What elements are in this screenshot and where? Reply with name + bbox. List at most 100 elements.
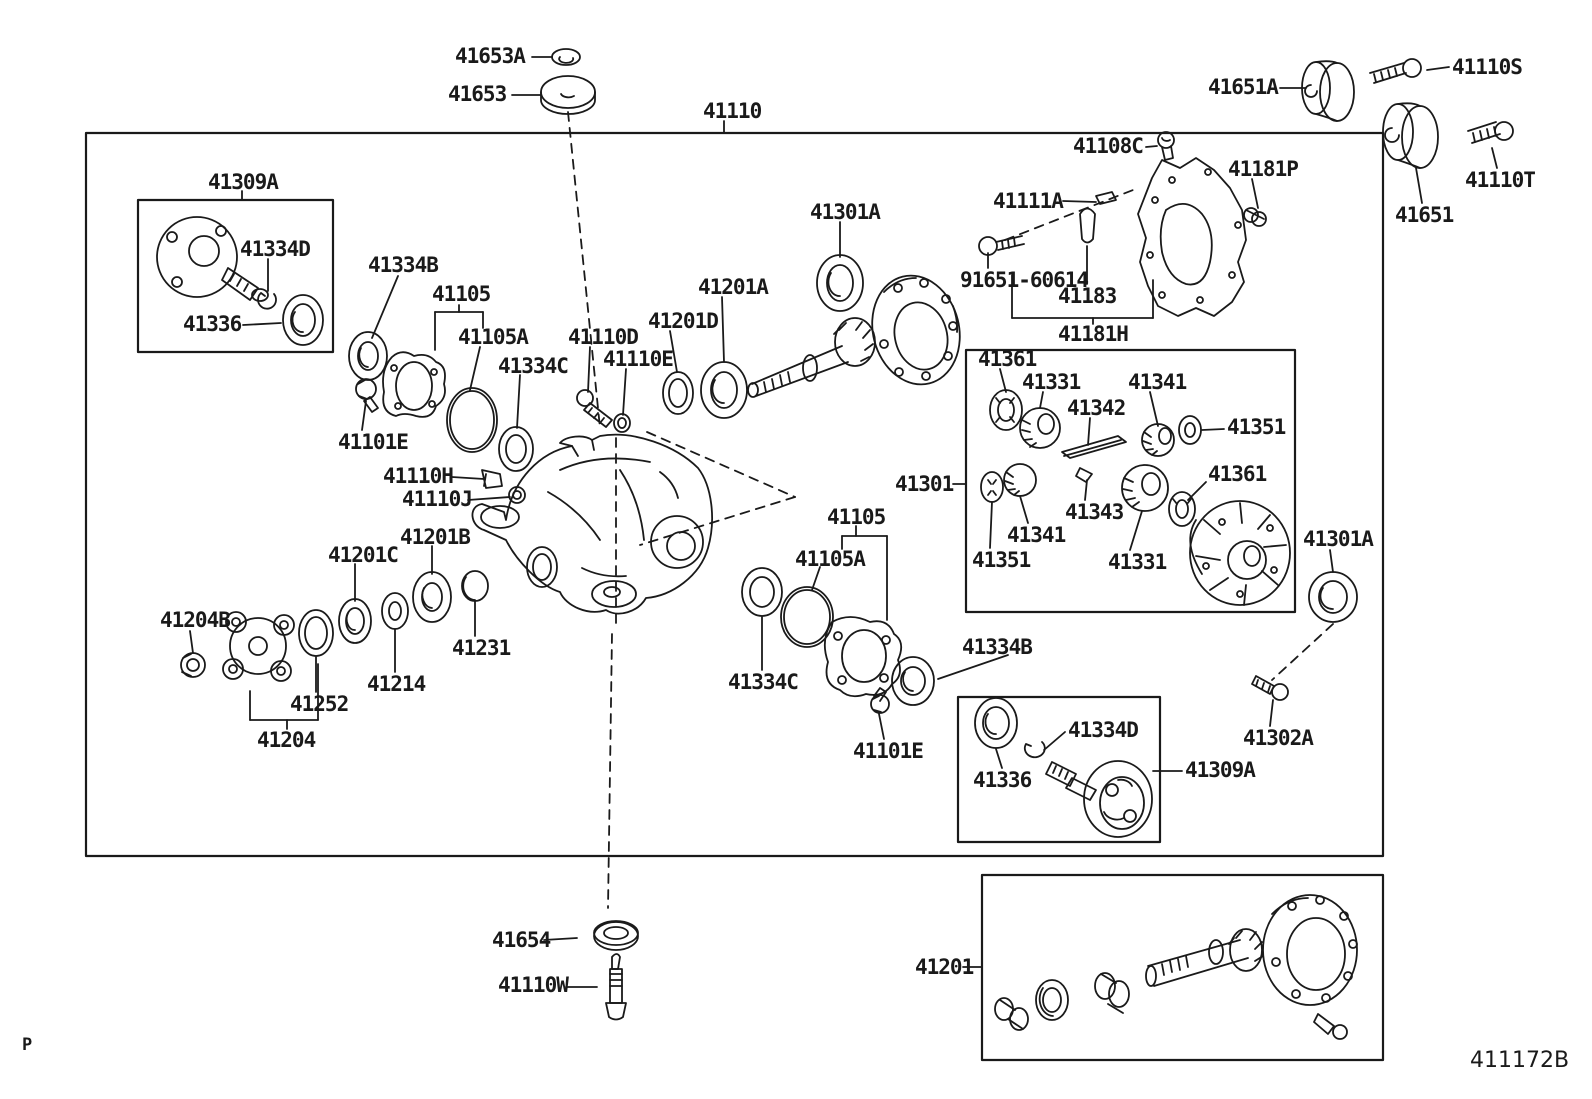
drawing-bolt-41110T [1468,122,1513,143]
part-label-41302A: 41302A [1243,726,1314,750]
drawing-pin-41111A [1096,192,1116,204]
drawing-bolt-41302A [1252,676,1288,700]
part-label-41101E: 41101E [338,430,409,454]
drawing-plug-41183 [1080,209,1095,243]
part-label-41342: 41342 [1067,396,1126,420]
page-corner-letter: P [22,1035,33,1055]
figure-code: 411172B [1470,1048,1570,1073]
part-label-41301A: 41301A [810,200,881,224]
drawing-thrust-washer-41361-bottomright [1169,492,1195,526]
part-label-41201A: 41201A [698,275,769,299]
drawing-nut-41204B [181,653,205,677]
drawing-cover-41181H [1138,158,1246,316]
differential-case-box [966,350,1295,612]
part-label-41334B: 41334B [962,635,1033,659]
part-label-41653: 41653 [448,82,507,106]
part-label-41105A: 41105A [458,325,529,349]
drawing-pinion-shaft-41342 [1062,436,1126,458]
axle-shaft-box-top [138,200,333,352]
drawing-diff-case [1190,501,1290,605]
drawing-pinion-gear-41341-top [1142,424,1174,456]
part-label-41653A: 41653A [455,44,526,68]
drawing-snap-ring-41334D-top [258,293,276,309]
drawing-deflector-41252 [299,610,333,656]
drawing-oring-41105A-top [447,388,497,452]
drawing-bearing-41201B [413,572,451,622]
part-label-41343: 41343 [1065,500,1124,524]
part-label-41204B: 41204B [160,608,231,632]
part-label-41341: 41341 [1128,370,1187,394]
part-label-41111A: 41111A [993,189,1064,213]
part-label-41252: 41252 [290,692,349,716]
part-label-41341: 41341 [1007,523,1066,547]
part-label-41351: 41351 [972,548,1031,572]
drawing-thrust-washer-41351-bottomleft [981,472,1003,502]
drawing-oring-41105A-low [781,587,833,647]
drawing-washer-41110E [614,414,630,432]
part-label-41110D: 41110D [568,325,639,349]
part-label-41231: 41231 [452,636,511,660]
drawing-thrust-washer-41351-right [1179,416,1201,444]
drawing-kit-bolt [1314,1014,1347,1039]
drawing-ring-gear-main [861,266,971,394]
drawing-lock-pin-41343 [1076,468,1092,482]
drawing-kit-ring-gear [1263,895,1357,1005]
drawing-retainer-41105-top [383,352,445,417]
drawing-bolt-41110W [606,954,626,1020]
main-assembly-box [86,133,1383,856]
part-label-41336: 41336 [183,312,242,336]
drawing-breather-plug-41653 [541,76,595,114]
part-label-41336: 41336 [973,768,1032,792]
drawing-side-bearing-41301A-right [1309,572,1357,622]
part-label-41201: 41201 [915,955,974,979]
part-label-41183: 41183 [1058,284,1117,308]
drawing-oil-seal-41336-low [975,698,1017,748]
drawing-nut-41101E-top [356,379,378,412]
drawing-bearing-41301A-top [817,255,863,311]
drawing-flange-41204 [223,612,294,681]
drawing-side-gear-41331-bottom [1122,465,1168,511]
part-label-41101E: 41101E [853,739,924,763]
drawing-pinion-gear-41341-bottomleft [1004,464,1036,496]
drawing-kit-spacer [1095,973,1129,1013]
part-label-41334D: 41334D [1068,718,1139,742]
axle-shaft-box-bottom [958,697,1160,842]
drawing-breather-washer-41653A [552,49,580,65]
part-label-41181P: 41181P [1228,157,1299,181]
part-label-41204: 41204 [257,728,316,752]
drawing-axle-shaft-41309A-top [157,217,268,301]
part-label-41334D: 41334D [240,237,311,261]
part-label-41351: 41351 [1227,415,1286,439]
part-label-41201B: 41201B [400,525,471,549]
part-label-41110W: 41110W [498,973,569,997]
part-label-41110S: 41110S [1452,55,1523,79]
drawing-nut-41101E-low [871,688,889,713]
drawing-clamp-41181P [1244,208,1266,226]
part-label-41334C: 41334C [498,354,569,378]
part-label-41331: 41331 [1022,370,1081,394]
drawing-kit-washer [1036,980,1068,1020]
drawing-bolt-91651-60614 [979,236,1024,255]
drawing-ring-41201D [663,372,693,414]
part-label-41309A: 41309A [208,170,279,194]
drawing-kit-stud [995,998,1028,1030]
part-label-41654: 41654 [492,928,551,952]
part-label-91651-60614: 91651-60614 [960,268,1089,292]
part-label-41651A: 41651A [1208,75,1279,99]
part-label-41110J: 41110J [402,487,473,511]
drawing-carrier-housing-41110 [472,435,712,614]
part-label-41105: 41105 [827,505,886,529]
drawing-bearing-41201A [701,362,747,418]
drawing-bolt-41110S [1370,59,1421,83]
part-label-41651: 41651 [1395,203,1454,227]
drawing-cushion-41651A [1302,61,1354,121]
part-label-41110H: 41110H [383,464,454,488]
part-label-41201D: 41201D [648,309,719,333]
part-label-41181H: 41181H [1058,322,1129,346]
part-label-41334C: 41334C [728,670,799,694]
drawing-washer-41231 [462,571,488,601]
drawing-bolt-41110D [577,390,612,427]
